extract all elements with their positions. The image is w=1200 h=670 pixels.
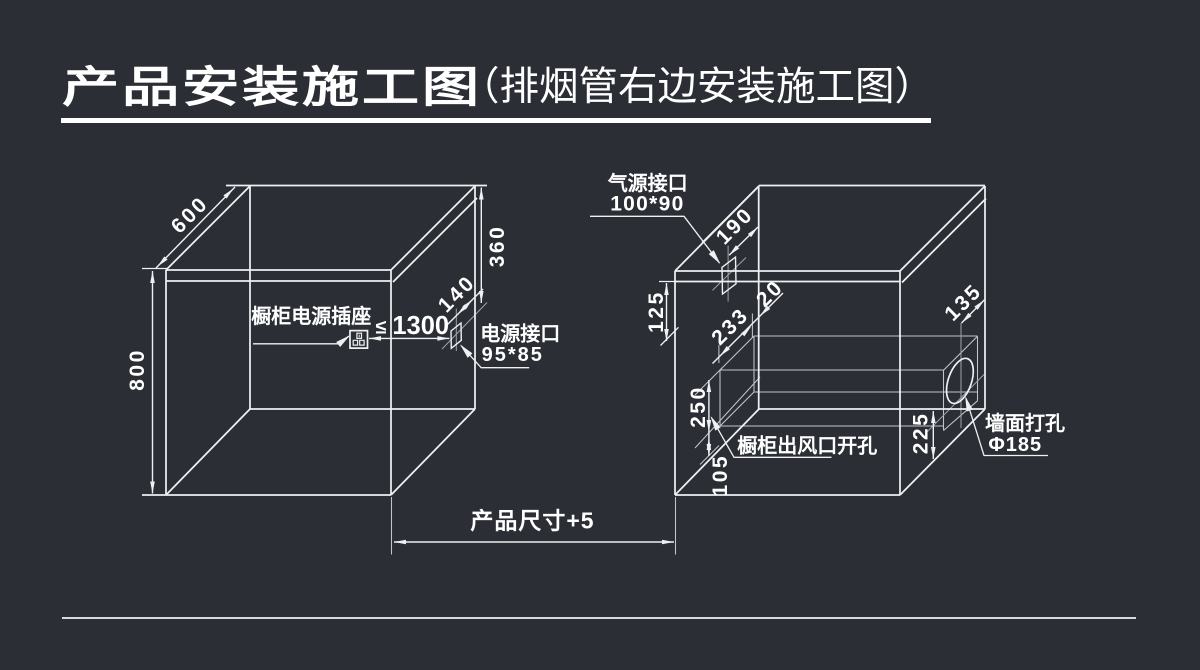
svg-text:800: 800 <box>126 348 149 391</box>
svg-text:225: 225 <box>910 412 933 455</box>
svg-text:190: 190 <box>712 203 758 249</box>
svg-text:产品尺寸+5: 产品尺寸+5 <box>470 508 594 534</box>
svg-text:墙面打孔: 墙面打孔 <box>985 411 1065 435</box>
svg-text:600: 600 <box>167 192 213 238</box>
svg-text:≤: ≤ <box>376 316 387 338</box>
svg-text:1300: 1300 <box>392 312 449 340</box>
svg-text:橱柜出风口开孔: 橱柜出风口开孔 <box>737 433 877 457</box>
svg-text:95*85: 95*85 <box>482 344 544 366</box>
svg-text:电源接口: 电源接口 <box>480 323 560 346</box>
svg-text:气源接口: 气源接口 <box>607 171 688 195</box>
svg-text:360: 360 <box>486 225 509 268</box>
svg-text:140: 140 <box>434 271 480 317</box>
svg-text:100*90: 100*90 <box>610 193 684 216</box>
svg-text:105: 105 <box>709 454 732 497</box>
svg-text:125: 125 <box>645 290 668 333</box>
svg-text:250: 250 <box>687 385 710 428</box>
svg-text:Φ185: Φ185 <box>988 434 1042 456</box>
svg-text:135: 135 <box>940 279 986 325</box>
svg-text:橱柜电源插座: 橱柜电源插座 <box>251 304 371 328</box>
